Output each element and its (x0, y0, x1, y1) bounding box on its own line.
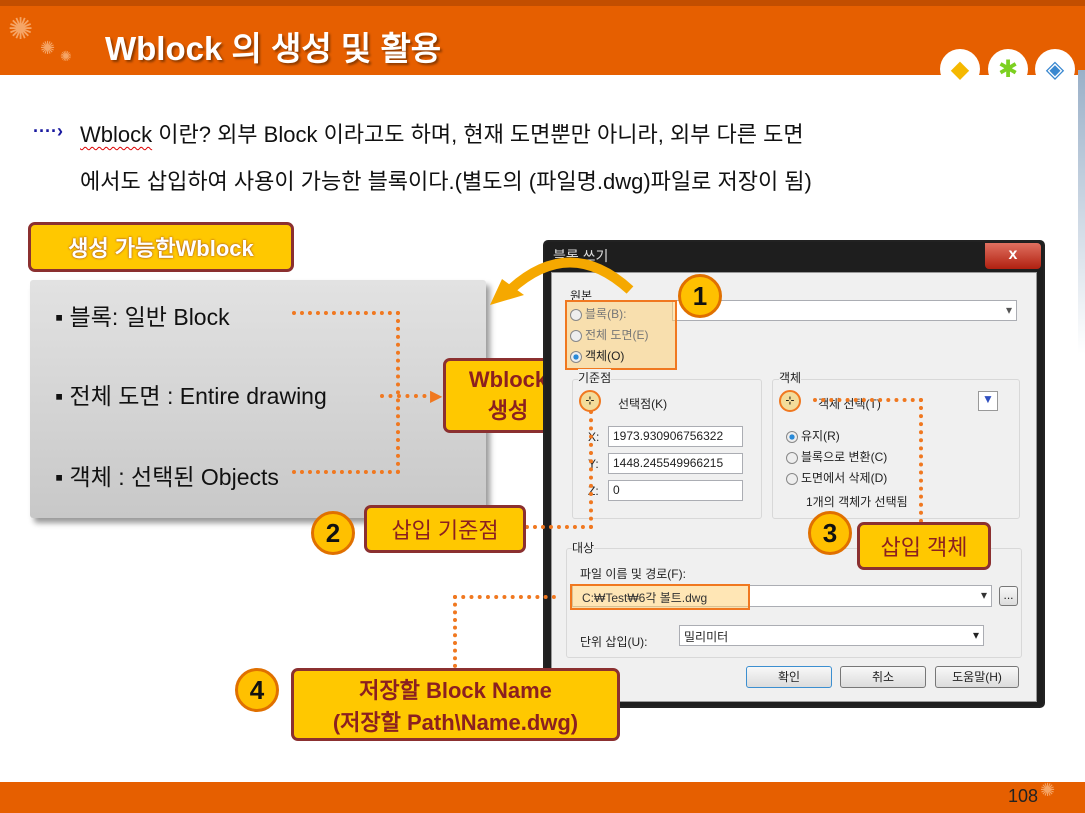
dialog-body: 원본 ▾ 블록(B): 전체 도면(E) 객체(O) 기준점 ⊹ 선택점(K) … (551, 272, 1037, 702)
page-number: 108 (1008, 786, 1039, 806)
block-name-line: (저장할 Path\Name.dwg) (332, 709, 579, 735)
block-name-box: 저장할 Block Name (저장할 Path\Name.dwg) (291, 668, 620, 741)
flower-decoration-icon: ✺ (8, 13, 34, 46)
insert-base-label: 삽입 기준점 (391, 518, 499, 543)
units-select[interactable]: 밀리미터 ▾ (679, 625, 984, 646)
x-label: X: (588, 430, 600, 444)
quick-select-icon[interactable]: ▼ (978, 391, 998, 411)
pick-point-button[interactable]: ⊹ (579, 390, 601, 412)
header-bar (0, 0, 1085, 75)
z-input[interactable]: 0 (608, 480, 743, 501)
types-panel (30, 280, 486, 518)
flower-decoration-icon: ✺ (60, 48, 72, 64)
side-strip (1078, 70, 1085, 780)
radio-label: 도면에서 삭제(D) (801, 471, 888, 485)
z-label: Z: (588, 484, 599, 498)
footer-bar (0, 782, 1085, 813)
connector-line (813, 398, 923, 523)
radio-icon (786, 430, 798, 443)
radio-convert[interactable]: 블록으로 변환(C) (786, 448, 887, 465)
connector-line (292, 311, 400, 474)
insert-object-label: 삽입 객체 (880, 535, 968, 560)
yellow-cube-icon: ◆ (940, 49, 980, 89)
connector-line (453, 595, 556, 668)
radio-icon (786, 451, 798, 464)
flower-decoration-icon: ✺ (40, 38, 56, 58)
units-value: 밀리미터 (684, 630, 729, 644)
create-line: Wblock (468, 366, 548, 392)
flower-decoration-icon: ✺ (1040, 780, 1056, 800)
connector-line (380, 394, 435, 398)
arrow-right-icon: ▶ (430, 388, 443, 405)
pick-point-label: 선택점(K) (618, 397, 668, 411)
types-label-box: 생성 가능한Wblock (28, 222, 294, 272)
connector-line (525, 410, 593, 529)
dropdown-arrow-icon: ▾ (980, 588, 987, 602)
callout-number-2: 2 (311, 511, 355, 555)
radio-retain[interactable]: 유지(R) (786, 427, 840, 444)
y-input[interactable]: 1448.245549966215 (608, 453, 743, 474)
radio-label: 전체 도면(E) (585, 328, 649, 342)
types-label: 생성 가능한Wblock (68, 236, 254, 261)
type-label: 객체 : 선택된 Objects (69, 464, 279, 490)
file-path-value: C:₩Test₩6각 볼트.dwg (570, 584, 750, 610)
radio-objects[interactable]: 객체(O) (570, 347, 624, 364)
type-label: 블록: 일반 Block (69, 304, 230, 330)
y-label: Y: (588, 457, 599, 471)
type-item-entire: ▪ 전체 도면 : Entire drawing (55, 383, 327, 409)
type-item-block: ▪ 블록: 일반 Block (55, 304, 230, 330)
radio-label: 유지(R) (801, 429, 840, 443)
objects-group (772, 379, 1020, 519)
destination-group (566, 548, 1022, 658)
source-highlight (565, 300, 677, 370)
dropdown-arrow-icon: ▾ (972, 628, 979, 642)
intro-line-1: Wblock 이란? 외부 Block 이라고도 하며, 현재 도면뿐만 아니라… (80, 117, 804, 149)
file-path-label: 파일 이름 및 경로(F): (580, 567, 686, 581)
radio-icon (570, 308, 582, 321)
curved-arrow-icon (490, 257, 634, 305)
destination-label: 대상 (572, 539, 595, 556)
type-item-objects: ▪ 객체 : 선택된 Objects (55, 464, 279, 490)
base-point-group (572, 379, 762, 519)
green-gear-icon: ✱ (988, 49, 1028, 89)
callout-number-1: 1 (678, 274, 722, 318)
units-label: 단위 삽입(U): (580, 635, 648, 649)
radio-entire[interactable]: 전체 도면(E) (570, 326, 649, 343)
close-button[interactable]: x (985, 243, 1041, 269)
x-input[interactable]: 1973.930906756322 (608, 426, 743, 447)
type-label: 전체 도면 : Entire drawing (69, 383, 327, 409)
wblock-term: Wblock (80, 122, 153, 147)
radio-block[interactable]: 블록(B): (570, 305, 626, 322)
source-label: 원본 (570, 289, 593, 303)
radio-delete[interactable]: 도면에서 삭제(D) (786, 469, 887, 486)
blue-cubes-icon: ◈ (1035, 49, 1075, 89)
intro-text: 이란? 외부 Block 이라고도 하며, 현재 도면뿐만 아니라, 외부 다른… (152, 122, 804, 147)
insert-base-box: 삽입 기준점 (364, 505, 526, 553)
ok-button[interactable]: 확인 (746, 666, 832, 688)
callout-number-3: 3 (808, 511, 852, 555)
help-button[interactable]: 도움말(H) (935, 666, 1019, 688)
intro-line-2: 에서도 삽입하여 사용이 가능한 블록이다.(별도의 (파일명.dwg)파일로 … (80, 169, 812, 194)
cancel-button[interactable]: 취소 (840, 666, 926, 688)
base-label: 기준점 (578, 369, 612, 386)
callout-number-4: 4 (235, 668, 279, 712)
objects-label: 객체 (779, 369, 802, 386)
create-line: 생성 (487, 397, 529, 423)
slide-title: Wblock 의 생성 및 활용 (105, 30, 442, 67)
arrow-bullet-icon: ····› (33, 121, 63, 141)
browse-button[interactable]: ... (999, 586, 1018, 606)
block-select[interactable]: ▾ (672, 300, 1017, 321)
radio-icon (570, 329, 582, 342)
radio-label: 블록(B): (585, 307, 627, 321)
write-block-dialog: 블록 쓰기 x 원본 ▾ 블록(B): 전체 도면(E) 객체(O) 기준점 ⊹… (543, 240, 1045, 708)
block-name-line: 저장할 Block Name (359, 677, 552, 703)
select-objects-button[interactable]: ⊹ (779, 390, 801, 412)
selection-status: 1개의 객체가 선택됨 (806, 495, 908, 509)
radio-icon (570, 350, 582, 363)
insert-object-box: 삽입 객체 (857, 522, 991, 570)
radio-icon (786, 472, 798, 485)
radio-label: 블록으로 변환(C) (801, 450, 888, 464)
radio-label: 객체(O) (585, 349, 625, 363)
